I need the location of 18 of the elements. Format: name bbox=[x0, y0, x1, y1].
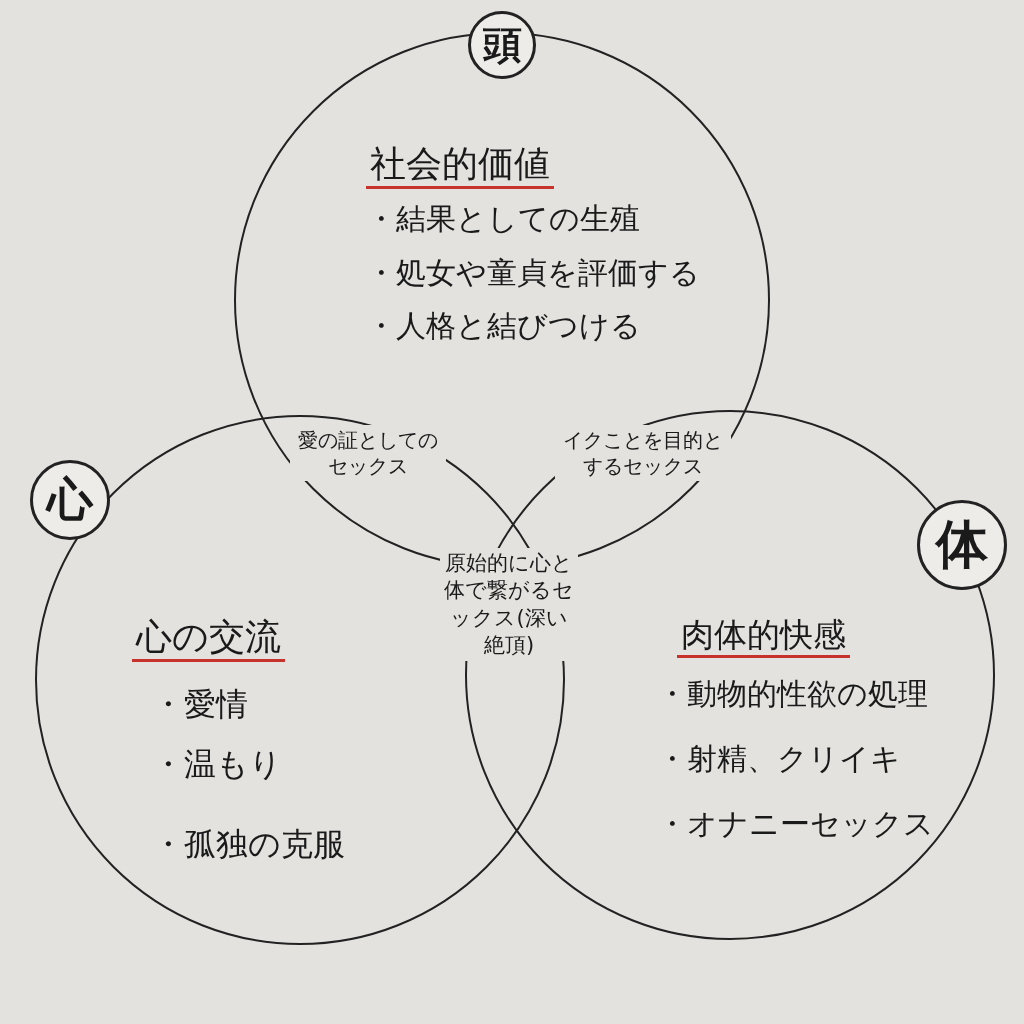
list-item: ・温もり bbox=[152, 747, 282, 783]
circle-label: 心 bbox=[47, 471, 93, 528]
list-item: ・結果としての生殖 bbox=[366, 202, 640, 235]
overlap-label: 愛の証としてのセックス bbox=[290, 425, 446, 481]
overlap-label: イクことを目的とするセックス bbox=[555, 425, 731, 481]
heading-text: 心の交流 bbox=[132, 617, 285, 662]
circle-label: 体 bbox=[936, 513, 988, 576]
circle-label: 頭 bbox=[482, 21, 522, 69]
overlap-label: 原始的に心と体で繋がるセックス(深い絶頂) bbox=[440, 548, 578, 662]
list-item: ・射精、クリイキ bbox=[657, 742, 901, 775]
list-item: ・オナニーセックス bbox=[657, 807, 934, 840]
list-item: ・孤独の克服 bbox=[152, 827, 345, 863]
list-item: ・処女や童貞を評価する bbox=[366, 256, 700, 289]
heading-text: 肉体的快感 bbox=[677, 617, 850, 659]
list-item: ・人格と結びつける bbox=[366, 309, 641, 342]
heading-text: 社会的価値 bbox=[366, 144, 554, 189]
list-item: ・動物的性欲の処理 bbox=[657, 677, 928, 710]
list-item: ・愛情 bbox=[152, 687, 248, 723]
